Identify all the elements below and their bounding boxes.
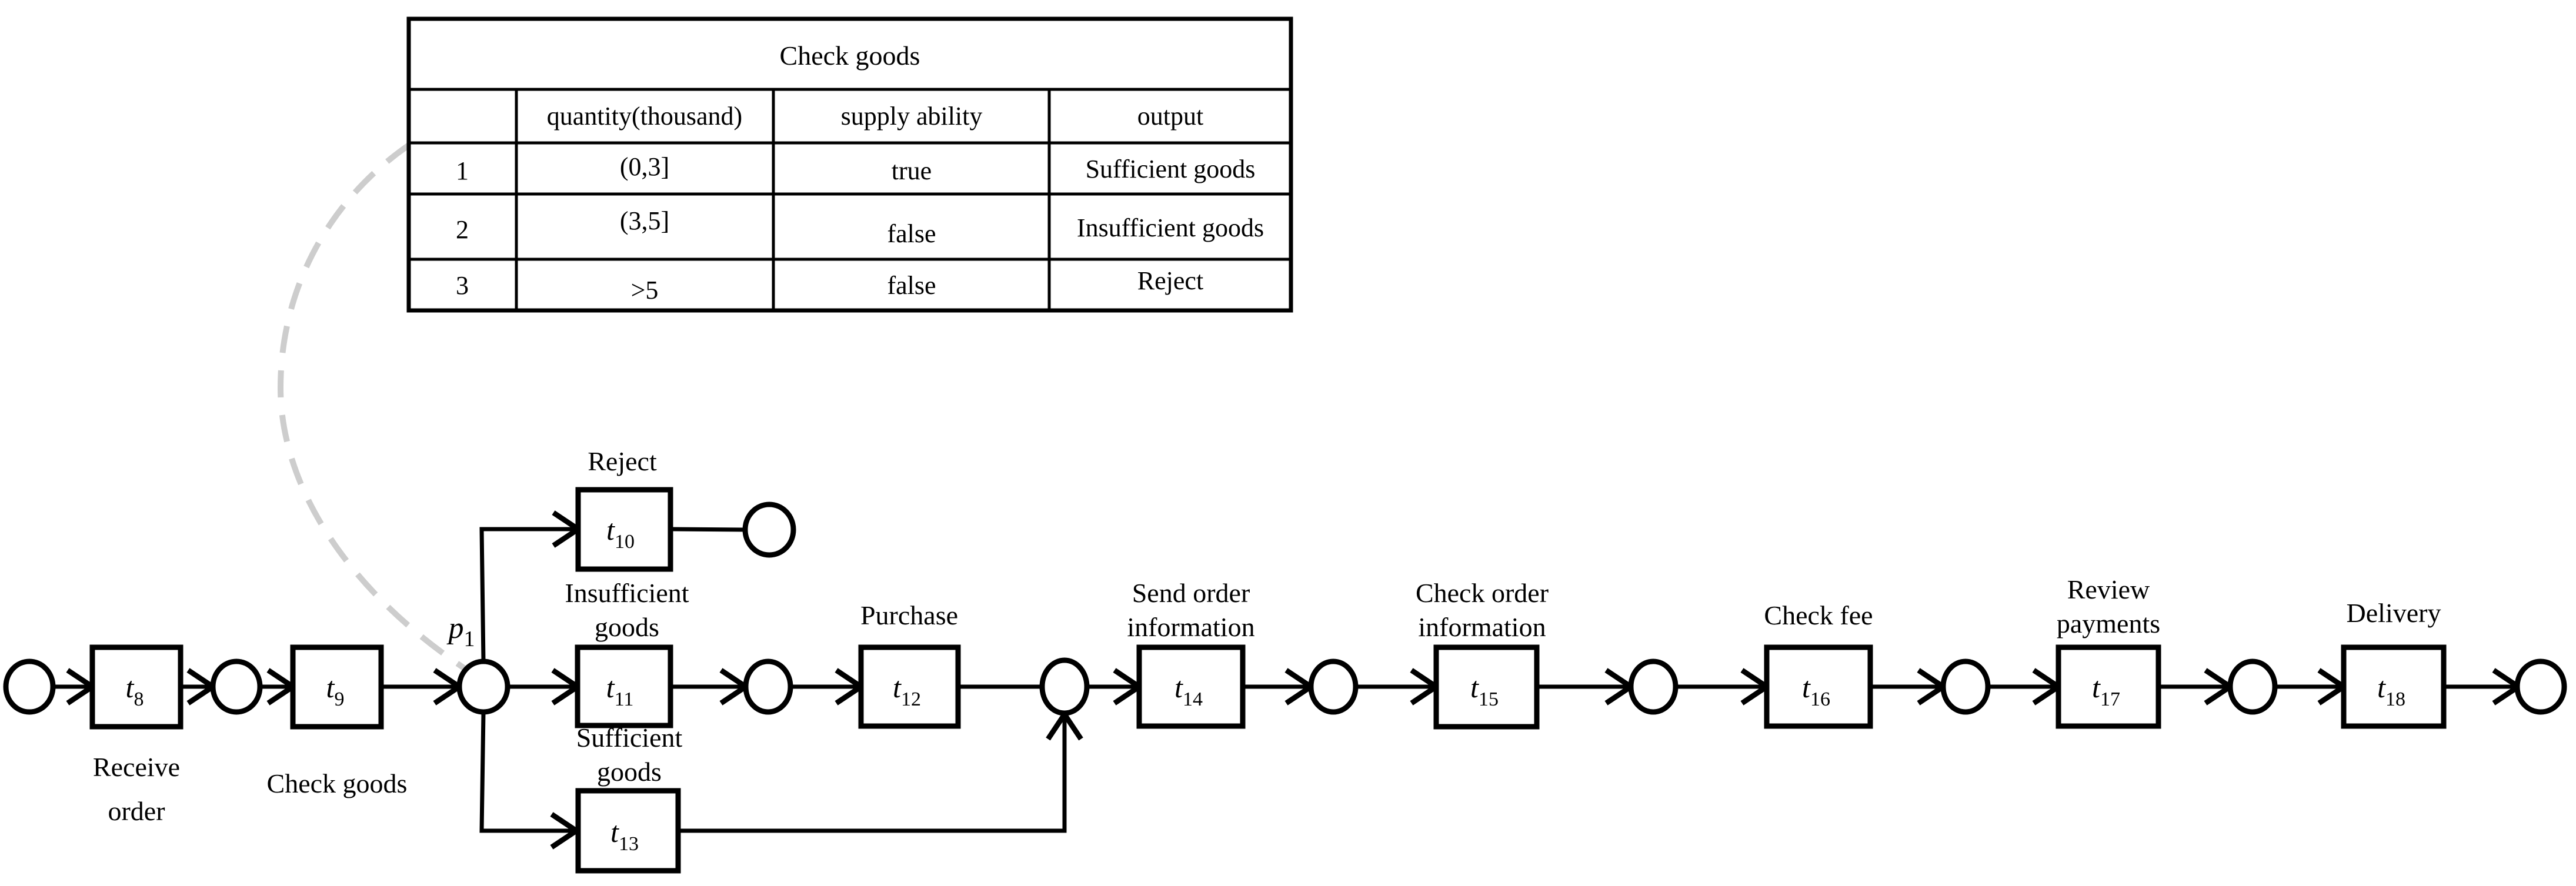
transition-t18-label-line1: Delivery <box>2347 598 2441 628</box>
col-header-quantity: quantity(thousand) <box>547 102 742 131</box>
cell-row3-quantity: >5 <box>631 276 659 305</box>
place-after-t17 <box>2227 658 2278 715</box>
transition-t18-id: t18 <box>2377 671 2405 710</box>
cell-row1-output: Sufficient goods <box>1086 155 1256 183</box>
cell-row1-supply: true <box>892 156 932 185</box>
transition-t14-id: t14 <box>1174 671 1203 710</box>
places: p1 <box>3 501 2567 716</box>
transition-t15-box <box>1433 644 1540 730</box>
transition-t16-box <box>1764 644 1873 729</box>
transition-t13-box <box>575 788 681 874</box>
cell-row2-output: Insufficient goods <box>1077 213 1264 242</box>
transition-t14: t14 Send order information <box>1127 578 1255 729</box>
transition-t15: t15 Check order information <box>1416 578 1549 730</box>
transition-t12-id: t12 <box>893 671 921 710</box>
arc-t10-to-place <box>670 527 746 532</box>
transition-t15-label-line1: Check order <box>1416 578 1549 608</box>
transition-t17-label-line2: payments <box>2057 609 2160 638</box>
transition-t16: t16 Check fee <box>1764 600 1873 729</box>
transition-t11-box <box>575 644 673 728</box>
transition-t15-label-line2: information <box>1418 612 1546 642</box>
transition-t12-box <box>858 644 961 729</box>
transition-t11-id: t11 <box>606 671 634 710</box>
cell-row3-supply: false <box>887 271 936 300</box>
cell-row3-num: 3 <box>456 271 469 300</box>
place-p1-label: p1 <box>446 611 475 651</box>
place-after-t12 <box>1039 657 1090 716</box>
transition-t16-id: t16 <box>1802 671 1830 710</box>
place-after-t8 <box>210 658 263 715</box>
transition-t17-label-line1: Review <box>2067 574 2150 604</box>
transition-t9: t9 Check goods <box>267 644 408 798</box>
place-after-t16 <box>1940 658 1991 715</box>
col-header-output: output <box>1137 102 1203 131</box>
transition-t8-label-line1: Receive <box>93 752 180 782</box>
place-p1 <box>456 658 510 715</box>
transition-t16-label-line1: Check fee <box>1764 600 1873 630</box>
transition-t9-label-line1: Check goods <box>267 768 408 798</box>
table-row-3: 3 >5 false Reject <box>456 266 1203 305</box>
transition-t14-label-line2: information <box>1127 612 1254 642</box>
cell-row3-output: Reject <box>1137 266 1203 295</box>
table-row-2: 2 (3,5] false Insufficient goods <box>456 206 1264 248</box>
transition-t15-id: t15 <box>1470 671 1499 710</box>
transition-t11: t11 Insufficient goods <box>565 578 689 728</box>
transition-t11-label-line2: goods <box>595 612 659 642</box>
decision-table: Check goods quantity(thousand) supply ab… <box>406 16 1293 313</box>
col-header-supply-ability: supply ability <box>841 102 983 131</box>
transition-t13-id: t13 <box>610 815 639 855</box>
place-start <box>3 658 56 715</box>
transition-t11-label-line1: Insufficient <box>565 578 689 608</box>
place-end <box>2514 658 2567 715</box>
transition-t12-label-line1: Purchase <box>860 600 958 630</box>
transition-t17-id: t17 <box>2092 671 2120 710</box>
place-after-t14 <box>1308 658 1359 715</box>
arc-p1-to-t13 <box>479 711 582 850</box>
arc-t13-to-place <box>678 709 1083 833</box>
place-after-t11 <box>743 658 793 715</box>
transition-t13-label-line2: goods <box>597 757 662 787</box>
transition-t12: t12 Purchase <box>858 600 961 729</box>
transition-t10-label-line1: Reject <box>588 446 657 476</box>
place-after-t10 <box>742 501 796 558</box>
table-outer-border <box>406 16 1293 313</box>
transition-t8: t8 Receive order <box>89 644 183 826</box>
place-after-t15 <box>1628 658 1679 715</box>
cell-row1-num: 1 <box>456 156 469 185</box>
transition-t18: t18 Delivery <box>2341 598 2447 729</box>
cell-row2-quantity: (3,5] <box>620 206 669 235</box>
transition-t8-label-line2: order <box>108 796 165 826</box>
transition-t9-id: t9 <box>326 671 345 710</box>
transition-t8-id: t8 <box>126 671 144 710</box>
arcs <box>53 510 2524 850</box>
transition-t10-id: t10 <box>606 513 635 553</box>
transition-t14-box <box>1136 644 1246 729</box>
transition-t13-label-line1: Sufficient <box>576 723 683 753</box>
arc-p1-to-t10 <box>479 510 583 662</box>
transition-t10: t10 Reject <box>575 446 673 572</box>
cell-row2-supply: false <box>887 219 936 248</box>
transition-t10-box <box>575 487 673 572</box>
transition-t9-box <box>290 644 384 730</box>
transition-t13: t13 Sufficient goods <box>575 723 683 874</box>
table-title: Check goods <box>780 41 920 71</box>
table-link-dashed-curve <box>277 142 466 671</box>
transition-t18-box <box>2341 644 2447 729</box>
transition-t8-box <box>89 644 183 730</box>
cell-row1-quantity: (0,3] <box>620 152 669 181</box>
transition-t17: t17 Review payments <box>2056 574 2161 729</box>
cell-row2-num: 2 <box>456 215 469 244</box>
transition-t17-box <box>2056 644 2161 729</box>
table-row-1: 1 (0,3] true Sufficient goods <box>456 152 1255 185</box>
transition-t14-label-line1: Send order <box>1132 578 1250 608</box>
